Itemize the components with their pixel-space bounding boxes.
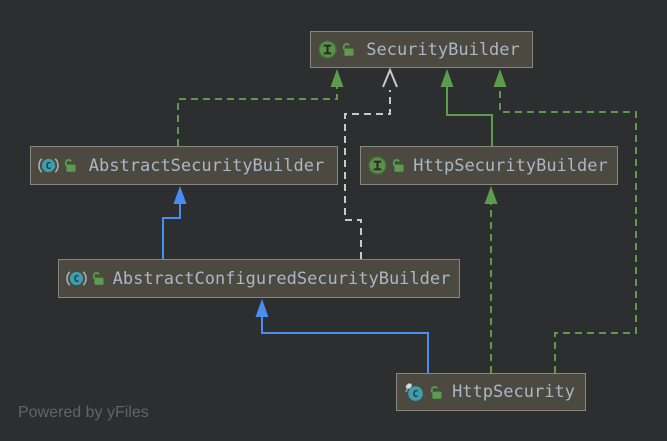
unlocked-padlock-icon	[342, 43, 354, 56]
interface-icon	[368, 156, 387, 175]
unlocked-padlock-icon	[430, 385, 442, 399]
svg-text:C: C	[74, 274, 80, 285]
node-label: AbstractSecurityBuilder	[88, 155, 325, 176]
svg-text:C: C	[46, 161, 52, 172]
node-icons: C	[404, 382, 444, 403]
unlocked-padlock-icon	[64, 159, 76, 172]
yfiles-watermark: Powered by yFiles	[18, 404, 149, 421]
final-class-icon: C	[405, 382, 423, 401]
node-label: AbstractConfiguredSecurityBuilder	[112, 268, 451, 289]
node-label: SecurityBuilder	[366, 39, 520, 60]
edge-httpsecurity-implements-securitybuilder[interactable]	[493, 69, 637, 373]
node-httpsecuritybuilder[interactable]: HttpSecurityBuilder	[360, 146, 618, 185]
abstract-class-icon: C	[66, 271, 87, 286]
abstract-class-icon: C	[38, 158, 59, 173]
node-icons: C	[38, 157, 78, 174]
edge-abstractconfiguredsecuritybuilder-dependency-securitybuilder[interactable]	[344, 67, 398, 259]
interface-icon	[318, 40, 337, 59]
unlocked-padlock-icon	[92, 272, 104, 285]
edge-httpsecurity-implements-httpsecuritybuilder[interactable]	[484, 186, 498, 373]
edge-abstractconfiguredsecuritybuilder-extends-abstractsecuritybuilder[interactable]	[162, 186, 187, 259]
node-abstractsecuritybuilder[interactable]: C AbstractSecurityBuilder	[30, 146, 338, 185]
node-abstractconfiguredsecuritybuilder[interactable]: C AbstractConfiguredSecurityBuilder	[58, 259, 460, 298]
edge-httpsecurity-extends-abstractconfiguredsecuritybuilder[interactable]	[255, 299, 429, 373]
node-icons	[368, 156, 406, 175]
svg-text:C: C	[413, 389, 419, 400]
node-httpsecurity[interactable]: C HttpSecurity	[396, 373, 586, 411]
unlocked-padlock-icon	[392, 159, 404, 172]
node-icons: C	[66, 270, 106, 287]
edge-abstractsecuritybuilder-implements-securitybuilder[interactable]	[177, 69, 344, 146]
node-icons	[318, 40, 356, 59]
node-securitybuilder[interactable]: SecurityBuilder	[310, 31, 533, 68]
node-label: HttpSecurityBuilder	[413, 155, 608, 176]
edge-httpsecuritybuilder-extends-securitybuilder[interactable]	[440, 69, 493, 146]
node-label: HttpSecurity	[452, 382, 575, 402]
